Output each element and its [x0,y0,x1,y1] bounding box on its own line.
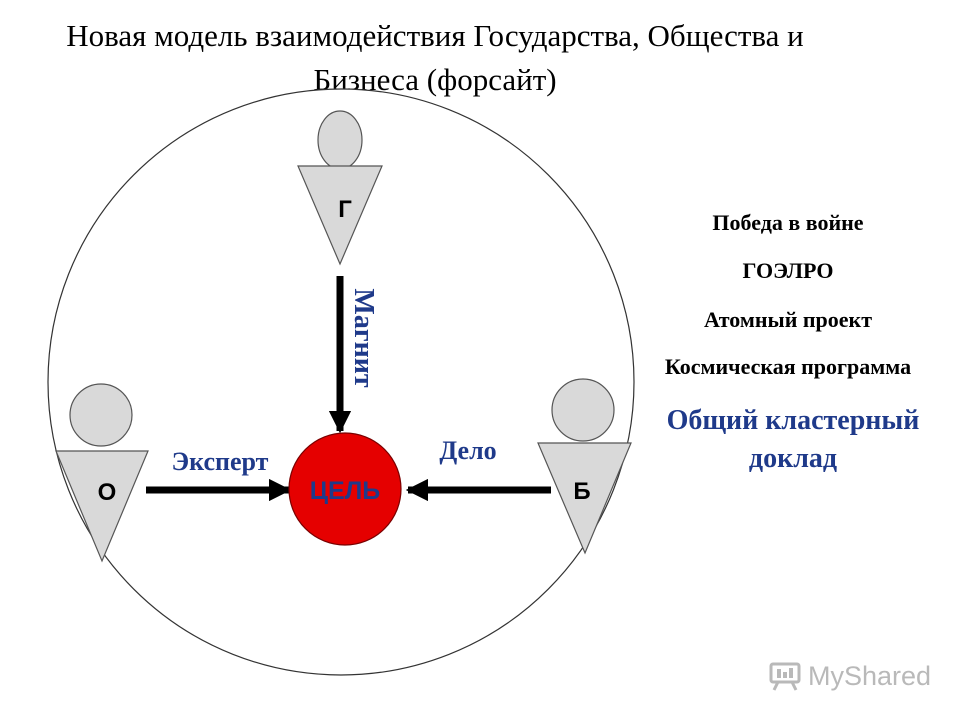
cluster-report: Общий кластерный доклад [645,402,941,478]
business-body [537,442,632,555]
goal-label: ЦЕЛЬ [310,477,380,505]
page-title: Новая модель взаимодействия Государства,… [0,14,870,102]
gov-arrow-label: Магнит [348,288,379,387]
society-head [69,383,133,447]
society-body [55,450,149,563]
cluster-line-1: Общий кластерный [666,405,920,436]
title-line-1: Новая модель взаимодействия Государства,… [66,18,804,53]
example-item: Победа в войне [712,210,864,235]
business-letter: Б [573,478,590,505]
gov-figure: Г [297,110,383,266]
presentation-screen-icon [769,662,801,691]
example-item: ГОЭЛРО [742,258,834,283]
example-item: Атомный проект [703,307,873,332]
watermark: MyShared [768,656,931,696]
goal-circle [288,432,402,546]
gov-head [317,110,363,170]
business-arrow-label: Дело [439,436,496,465]
gov-letter: Г [338,196,352,223]
gov-body [297,165,383,266]
example-item: Космическая программа [664,354,912,379]
cluster-line-2: доклад [748,443,838,474]
society-letter: О [98,479,117,506]
business-head [551,378,615,442]
society-figure: О [55,383,149,563]
business-figure: Б [537,378,632,555]
society-arrow-label: Эксперт [172,447,269,476]
watermark-text: MyShared [808,660,932,691]
